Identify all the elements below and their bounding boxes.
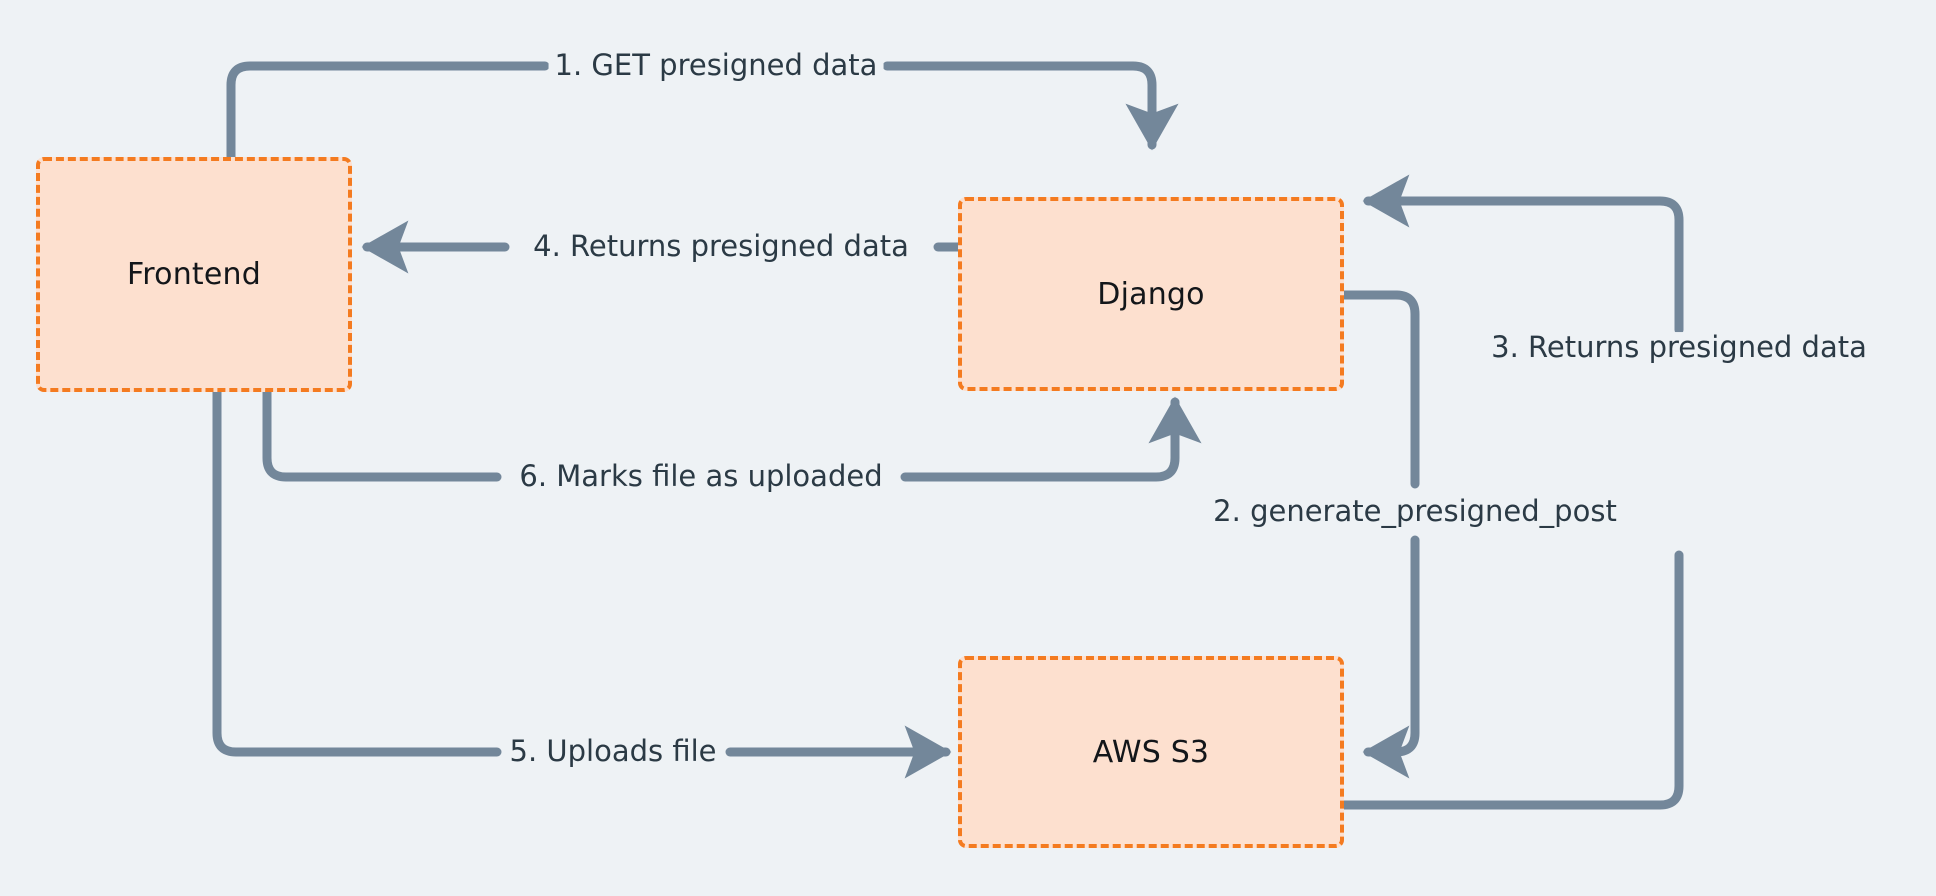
edge-label-3: 3. Returns presigned data — [1485, 331, 1873, 364]
edge-label-2: 2. generate_presigned_post — [1207, 495, 1623, 528]
edge-path-3 — [1338, 550, 1684, 810]
edge-path-3b — [1362, 174, 1684, 335]
edge-label-6: 6. Marks file as uploaded — [513, 460, 889, 493]
node-frontend-label: Frontend — [127, 257, 261, 292]
node-django-label: Django — [1097, 276, 1205, 312]
edge-path-2 — [1338, 290, 1420, 489]
node-aws-s3[interactable]: AWS S3 — [958, 656, 1344, 848]
edge-label-5: 5. Uploads file — [503, 735, 723, 768]
edge-path-2b — [1362, 535, 1420, 779]
edge-path-6b — [900, 396, 1202, 482]
edge-label-1: 1. GET presigned data — [548, 49, 884, 82]
edge-path-1 — [226, 61, 550, 162]
edge-label-4: 4. Returns presigned data — [527, 230, 915, 263]
edge-path-1b — [882, 61, 1179, 151]
node-aws-s3-label: AWS S3 — [1092, 734, 1210, 770]
edge-path-5 — [212, 387, 502, 757]
node-frontend[interactable]: Frontend — [36, 157, 352, 392]
node-django[interactable]: Django — [958, 197, 1344, 391]
edge-path-6 — [262, 387, 502, 482]
